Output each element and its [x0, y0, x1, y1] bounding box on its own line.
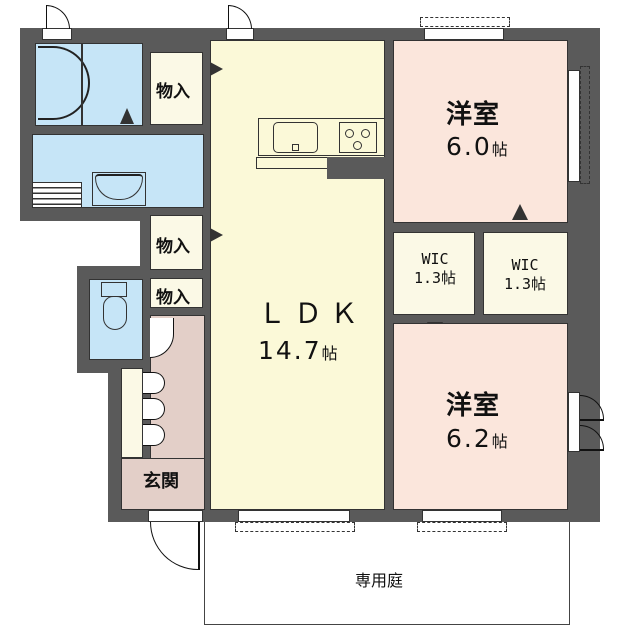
storage-1-label: 物入: [156, 82, 190, 102]
cabinet-door-icon[interactable]: [143, 424, 165, 446]
storage-2: [150, 215, 203, 270]
private-garden-label: 専用庭: [355, 571, 404, 590]
window-swing-outline: [235, 522, 355, 532]
ldk-room: [210, 40, 385, 510]
western-room-1-size: 6.0帖: [446, 132, 508, 161]
burner-icon: [361, 129, 370, 138]
cabinet-door-icon[interactable]: [143, 398, 165, 420]
door-opening: [42, 28, 72, 40]
window: [568, 70, 580, 182]
door-arrow-icon: [210, 62, 223, 76]
door-arrow-icon: [210, 228, 223, 242]
window: [238, 510, 350, 522]
shoe-cabinet: [121, 368, 143, 458]
toilet-tank: [101, 282, 127, 297]
door-arrow-icon: [512, 204, 528, 220]
cabinet-door-icon[interactable]: [143, 372, 165, 394]
wic-1: [393, 232, 475, 315]
door-swing-icon[interactable]: [580, 425, 604, 451]
window-swing-outline: [420, 17, 510, 27]
entrance-label: 玄関: [143, 471, 179, 492]
burner-icon: [345, 129, 354, 138]
western-room-1: [393, 40, 568, 223]
kitchen-backsplash: [256, 157, 328, 169]
drain-icon: [292, 144, 299, 151]
storage-2-label: 物入: [156, 237, 190, 257]
western-room-2-size: 6.2帖: [446, 424, 508, 453]
western-room-2-label: 洋室: [446, 391, 501, 421]
stove-icon: [339, 122, 377, 153]
window: [424, 28, 504, 40]
storage-1: [150, 52, 203, 125]
entrance-door-opening: [148, 510, 203, 522]
washing-machine-shelf: [32, 182, 82, 208]
door-opening: [568, 392, 580, 452]
wic-2: [483, 232, 568, 315]
sink-icon: [273, 122, 318, 153]
entrance-floor: [121, 458, 205, 510]
door-swing-icon[interactable]: [46, 5, 70, 29]
western-room-1-label: 洋室: [446, 100, 501, 130]
window-swing-outline: [580, 66, 590, 184]
entrance-door-swing-icon[interactable]: [150, 522, 200, 570]
ldk-size: 14.7帖: [258, 336, 338, 365]
wic-1-label: WIC 1.3帖: [413, 250, 457, 287]
door-swing-icon[interactable]: [580, 395, 604, 421]
door-swing-icon[interactable]: [228, 5, 252, 29]
burner-icon: [353, 141, 362, 150]
toilet-icon: [103, 296, 127, 330]
storage-3: [150, 278, 203, 308]
bathtub-divider: [81, 43, 83, 126]
western-room-2: [393, 323, 568, 510]
storage-3-label: 物入: [156, 288, 190, 308]
ldk-label: ＬＤＫ: [258, 297, 367, 330]
window: [422, 510, 502, 522]
kitchen-wall: [327, 157, 385, 179]
wic-2-label: WIC 1.3帖: [503, 256, 547, 293]
door-opening: [226, 28, 254, 40]
window-swing-outline: [417, 522, 507, 532]
door-arrow-icon: [120, 108, 134, 124]
